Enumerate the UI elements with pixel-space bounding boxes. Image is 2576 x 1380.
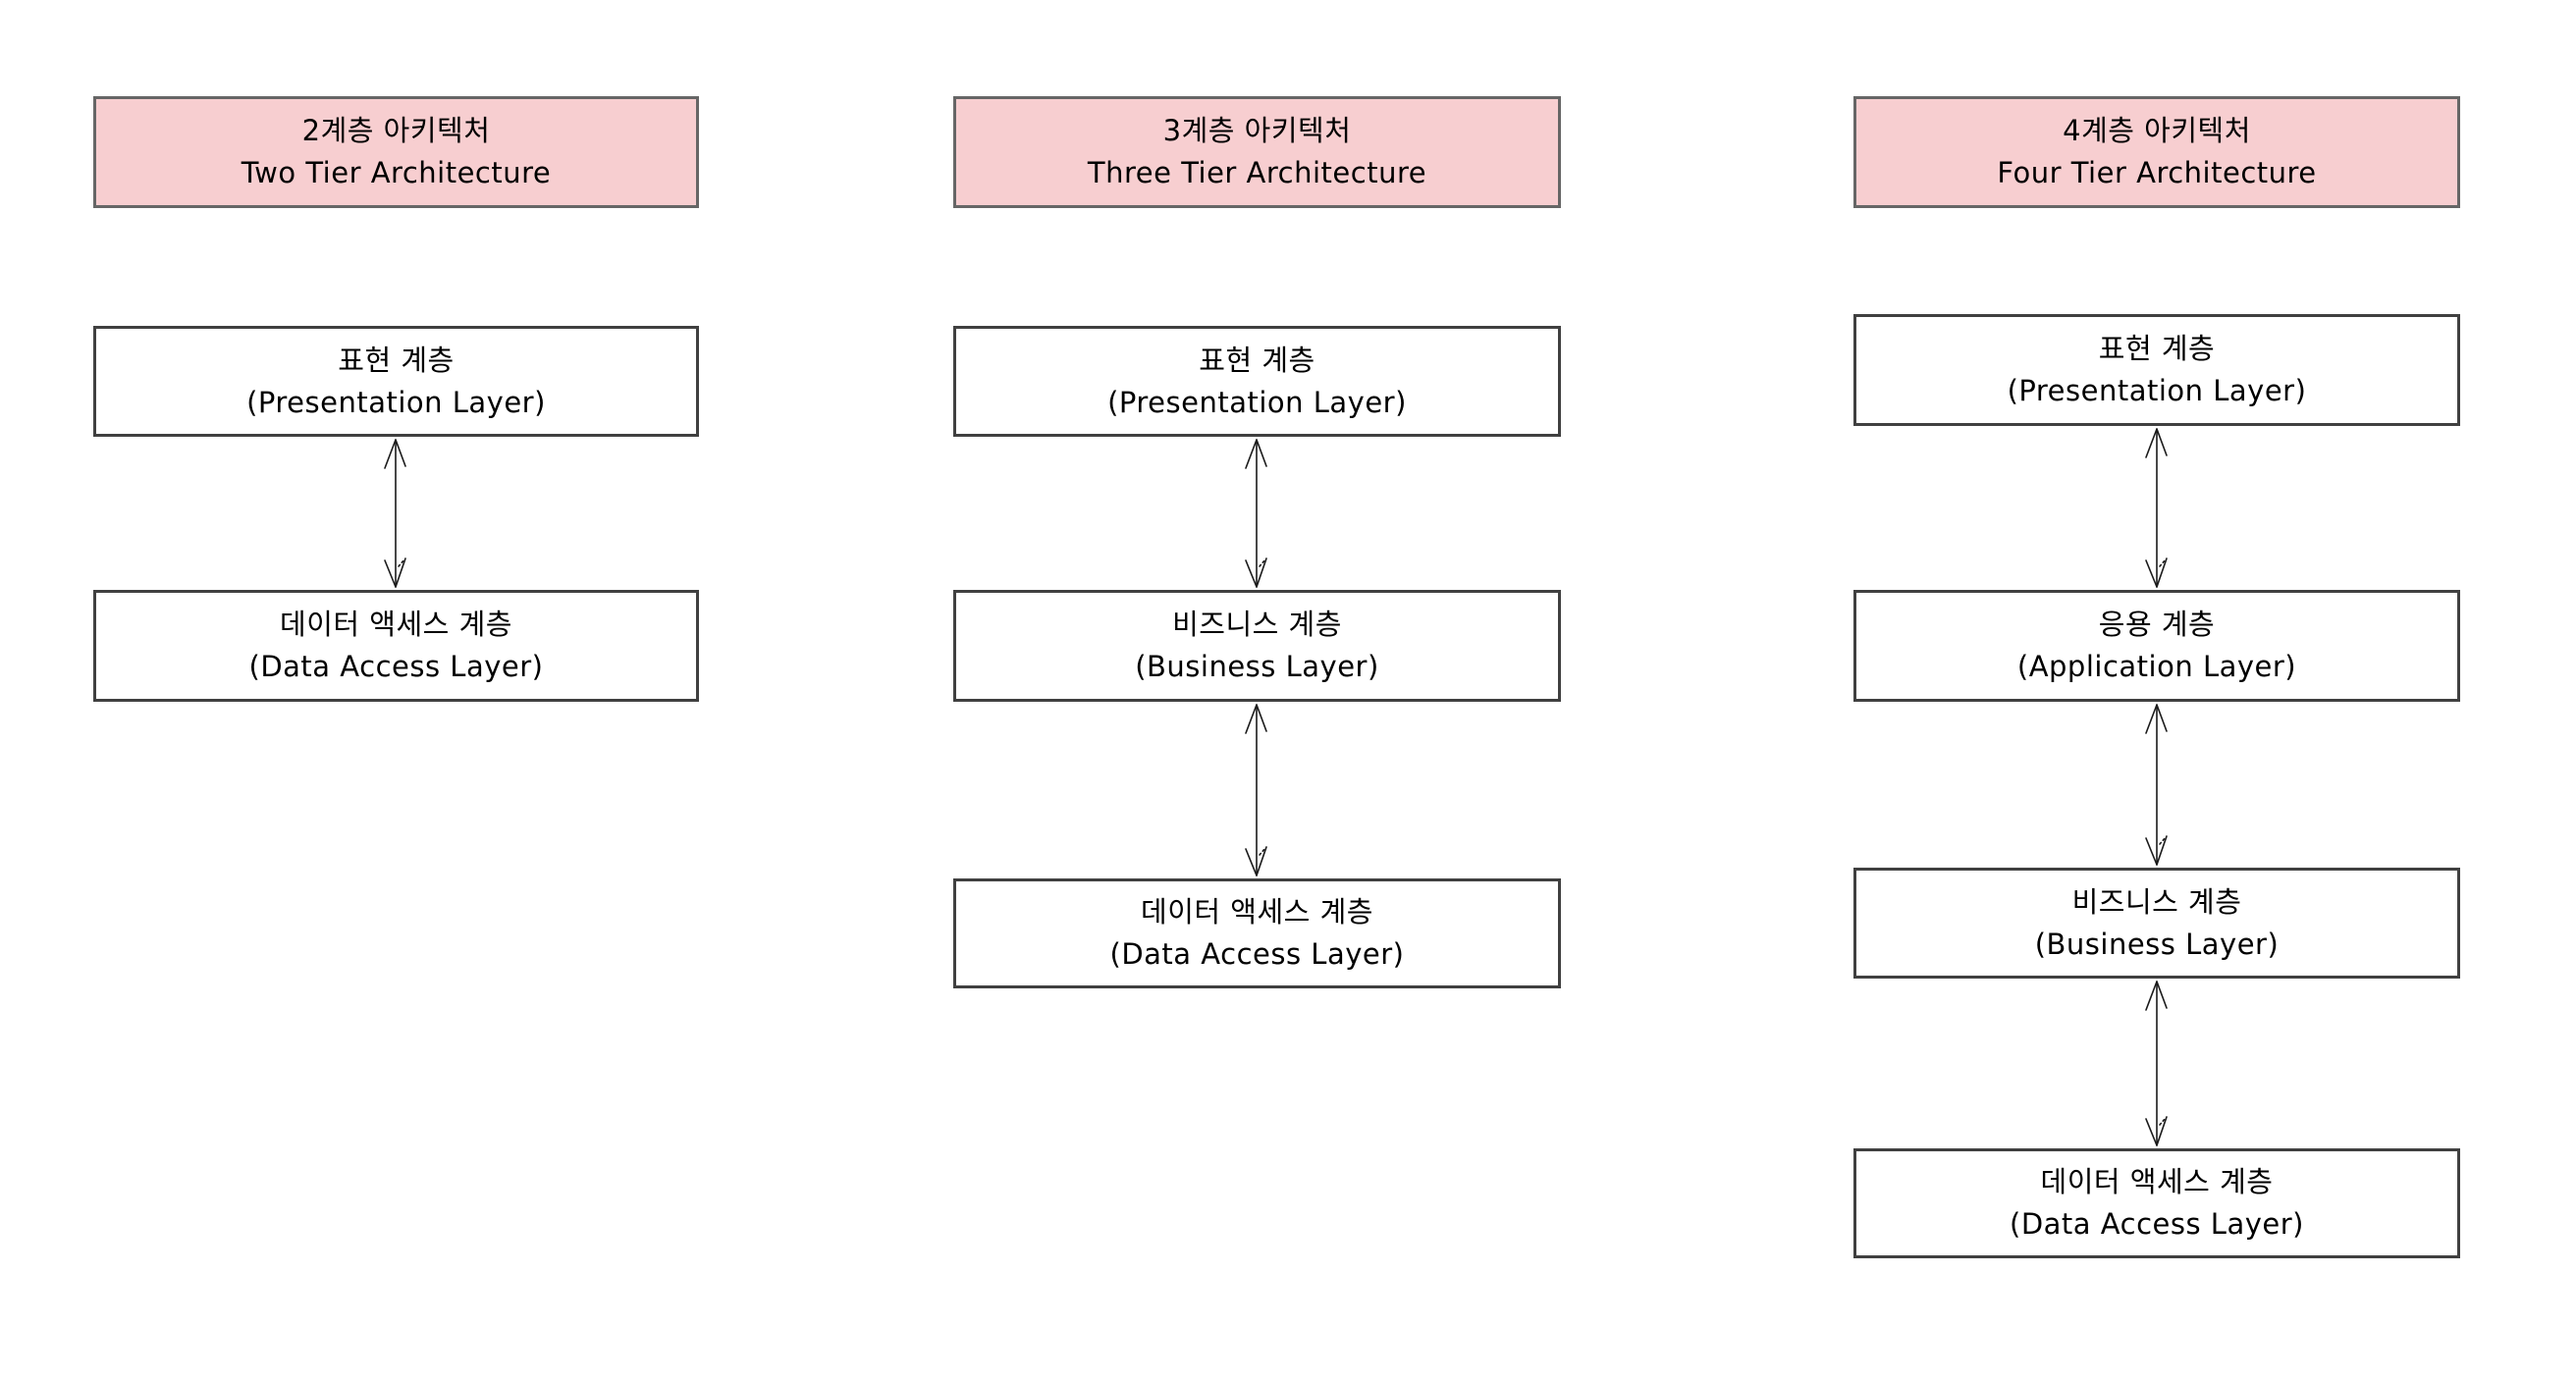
two-tier-data-access-layer-box: 데이터 액세스 계층 (Data Access Layer) [93, 590, 699, 702]
layer-label-en: (Presentation Layer) [246, 385, 546, 419]
layer-label-en: (Data Access Layer) [248, 650, 544, 683]
two-tier-header-ko: 2계층 아키텍처 [301, 114, 491, 147]
four-tier-header-ko: 4계층 아키텍처 [2063, 114, 2251, 147]
two-tier-header-en: Two Tier Architecture [241, 156, 552, 189]
four-tier-arrow-presentation-application [2145, 428, 2168, 588]
layer-label-en: (Application Layer) [2016, 650, 2297, 683]
four-tier-application-layer-box: 응용 계층 (Application Layer) [1853, 590, 2460, 702]
layer-label-en: (Business Layer) [1135, 650, 1379, 683]
three-tier-header-ko: 3계층 아키텍처 [1162, 114, 1352, 147]
layer-label-en: (Data Access Layer) [2010, 1207, 2304, 1241]
layer-label-en: (Presentation Layer) [2007, 374, 2307, 407]
layer-label-ko: 데이터 액세스 계층 [1141, 895, 1373, 929]
layer-label-en: (Presentation Layer) [1107, 385, 1407, 419]
three-tier-arrow-presentation-business [1245, 439, 1267, 588]
three-tier-presentation-layer-box: 표현 계층 (Presentation Layer) [953, 326, 1561, 437]
layer-label-ko: 데이터 액세스 계층 [2040, 1165, 2274, 1198]
two-tier-arrow-presentation-data [384, 439, 406, 588]
layer-label-ko: 표현 계층 [338, 343, 455, 377]
layer-label-ko: 비즈니스 계층 [2071, 884, 2242, 919]
layer-label-en: (Data Access Layer) [1109, 937, 1405, 971]
layer-label-ko: 표현 계층 [1199, 343, 1315, 377]
two-tier-header: 2계층 아키텍처 Two Tier Architecture [93, 96, 699, 208]
four-tier-business-layer-box: 비즈니스 계층 (Business Layer) [1853, 868, 2460, 979]
layer-label-ko: 비즈니스 계층 [1172, 608, 1342, 641]
two-tier-presentation-layer-box: 표현 계층 (Presentation Layer) [93, 326, 699, 437]
three-tier-business-layer-box: 비즈니스 계층 (Business Layer) [953, 590, 1561, 702]
layer-label-ko: 데이터 액세스 계층 [280, 608, 512, 641]
layer-label-en: (Business Layer) [2034, 927, 2280, 961]
layer-label-ko: 응용 계층 [2098, 608, 2216, 641]
three-tier-header-en: Three Tier Architecture [1087, 156, 1427, 189]
four-tier-presentation-layer-box: 표현 계층 (Presentation Layer) [1853, 314, 2460, 426]
four-tier-arrow-business-data [2145, 981, 2168, 1146]
three-tier-arrow-business-data [1245, 704, 1267, 876]
four-tier-data-access-layer-box: 데이터 액세스 계층 (Data Access Layer) [1853, 1148, 2460, 1258]
three-tier-data-access-layer-box: 데이터 액세스 계층 (Data Access Layer) [953, 878, 1561, 988]
four-tier-arrow-application-business [2145, 704, 2168, 866]
three-tier-header: 3계층 아키텍처 Three Tier Architecture [953, 96, 1561, 208]
layer-label-ko: 표현 계층 [2098, 332, 2216, 365]
four-tier-header-en: Four Tier Architecture [1997, 156, 2317, 189]
four-tier-header: 4계층 아키텍처 Four Tier Architecture [1853, 96, 2460, 208]
